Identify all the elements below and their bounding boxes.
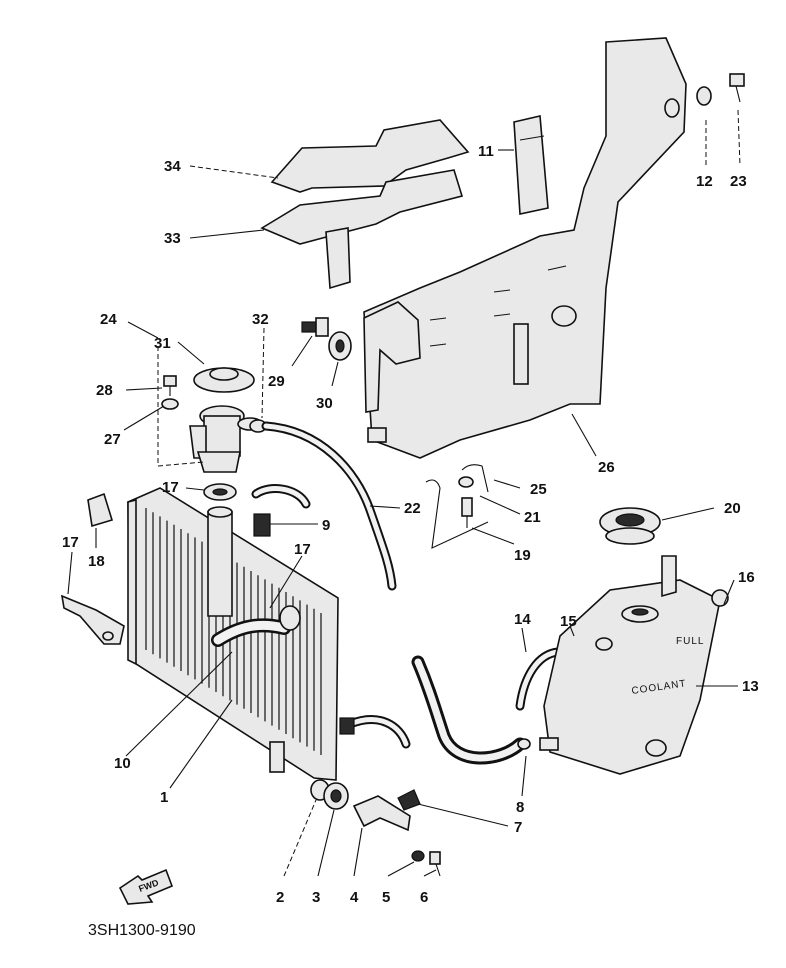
part-17-hose-upper (203, 483, 311, 509)
label-7: 7 (514, 819, 522, 836)
label-21: 20 (724, 500, 741, 517)
part-4-bracket (352, 795, 411, 832)
part-12-washer (696, 86, 712, 106)
label-16: 16 (738, 569, 755, 586)
label-23: 22 (404, 500, 421, 517)
label-27: 26 (598, 459, 615, 476)
part-34-shroud (260, 169, 464, 290)
part-29-bolt (163, 375, 177, 396)
part-7-clip (397, 789, 421, 811)
part-24-bolt (729, 73, 745, 103)
part-11-pad (513, 115, 549, 215)
label-1: 1 (160, 789, 168, 806)
part-9-fitting (253, 513, 271, 537)
fwd-arrow-icon: FWD (118, 868, 174, 905)
label-5: 5 (382, 889, 390, 906)
part-8-hose (411, 655, 531, 765)
drawing-code: 3SH1300-9190 (88, 922, 196, 939)
part-22-washer (458, 476, 474, 488)
label-22: 21 (524, 509, 541, 526)
label-32: 31 (154, 335, 171, 352)
label-9: 9 (322, 517, 330, 534)
part-32-radiator-cap (193, 367, 255, 393)
label-3: 3 (312, 889, 320, 906)
label-4: 4 (350, 889, 359, 906)
part-6-bolt (429, 851, 441, 877)
label-12: 12 (696, 173, 713, 190)
part-13-coolant-tank: FULL COOLANT (539, 555, 729, 775)
label-2: 2 (276, 889, 284, 906)
part-23-hose (261, 421, 397, 591)
label-15: 15 (560, 613, 577, 630)
part-35-sheet (270, 119, 470, 193)
label-19: 18 (88, 553, 105, 570)
label-26: 25 (530, 481, 547, 498)
label-20: 19 (514, 547, 531, 564)
label-6: 6 (420, 889, 428, 906)
part-30-bolt (301, 317, 329, 337)
label-28: 27 (104, 431, 121, 448)
label-30: 29 (268, 373, 285, 390)
label-17a: 17 (162, 479, 179, 496)
label-10: 10 (114, 755, 131, 772)
part-28-washer (161, 398, 179, 410)
label-8: 8 (516, 799, 524, 816)
part-18-bracket (60, 594, 125, 645)
part-10-hose (211, 605, 301, 647)
part-lower-hose (339, 715, 411, 749)
part-21-tank-cap (599, 507, 661, 545)
part-20-fastener (425, 479, 489, 549)
part-5-washer (411, 850, 425, 862)
part-27-bracket (363, 37, 687, 459)
label-25: 24 (100, 311, 117, 328)
part-19-bracket (87, 492, 114, 528)
part-14-hose (515, 647, 563, 711)
part-31-grommet (328, 331, 352, 361)
part-number-labels: 34 33 11 12 23 24 31 32 29 30 28 27 17 2… (62, 143, 759, 906)
label-35: 34 (164, 158, 181, 175)
label-11: 11 (478, 143, 494, 160)
label-24: 23 (730, 173, 747, 190)
label-18: 17 (62, 534, 79, 551)
part-3-grommet (323, 782, 349, 810)
label-34: 33 (164, 230, 181, 247)
label-13: 13 (742, 678, 759, 695)
label-33: 32 (252, 311, 269, 328)
tank-label-full: FULL (676, 636, 704, 647)
part-25-filler-neck (189, 405, 263, 473)
label-29: 28 (96, 382, 113, 399)
label-17b: 17 (294, 541, 311, 558)
leader-lines (67, 109, 741, 877)
label-31: 30 (316, 395, 333, 412)
part-26-clip (461, 464, 489, 493)
label-14: 14 (514, 611, 531, 628)
